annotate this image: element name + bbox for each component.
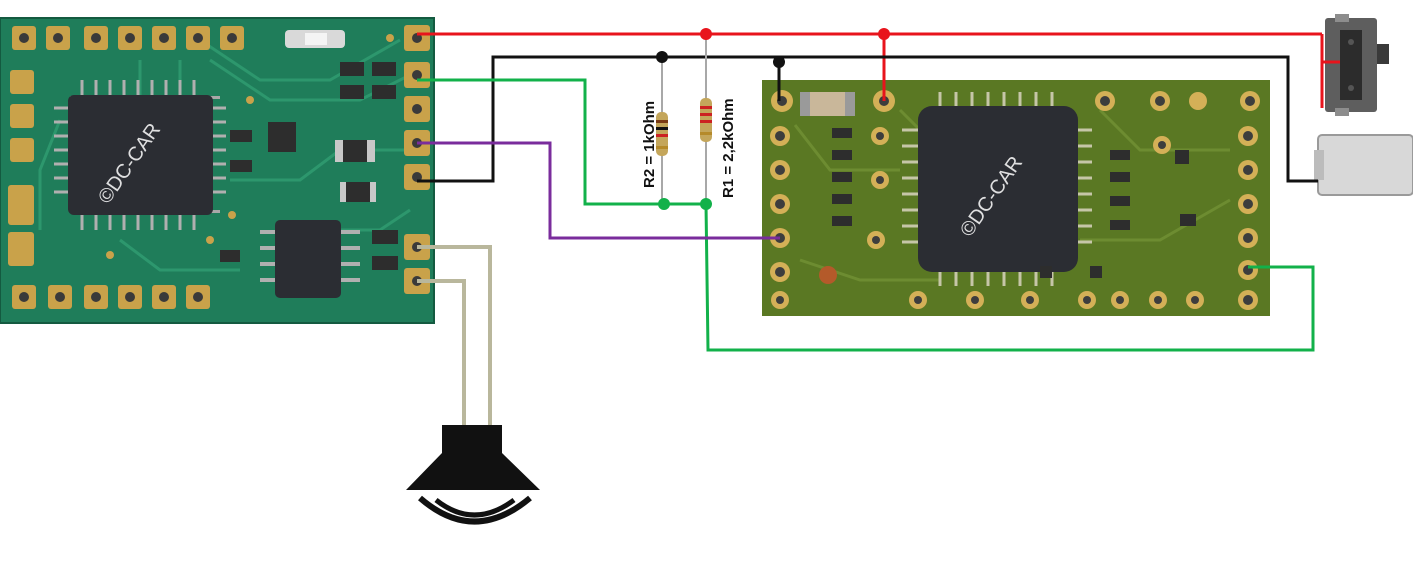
left-pcb-board: ©DC-CAR bbox=[0, 17, 435, 324]
slide-switch-icon bbox=[1325, 14, 1389, 116]
battery-icon bbox=[1314, 134, 1413, 196]
resistor-r2 bbox=[656, 112, 668, 156]
right-pcb-top-pads bbox=[771, 90, 1260, 112]
junction-dots bbox=[656, 28, 890, 210]
left-pcb-microcontroller bbox=[54, 80, 226, 230]
wire-red bbox=[417, 32, 1340, 108]
wire-green bbox=[417, 78, 1315, 352]
resistor-r2-label: R2 = 1kOhm bbox=[641, 101, 658, 188]
wire-speaker bbox=[417, 245, 492, 425]
resistor-r1-label: R1 = 2,2kOhm bbox=[720, 98, 737, 198]
right-pcb-microcontroller bbox=[902, 92, 1092, 286]
resistor-r1 bbox=[700, 98, 712, 142]
right-pcb-board: ©DC-CAR bbox=[762, 80, 1270, 316]
left-pcb-amplifier-chip bbox=[260, 220, 360, 298]
speaker-icon bbox=[406, 425, 540, 525]
wire-purple bbox=[417, 141, 780, 240]
